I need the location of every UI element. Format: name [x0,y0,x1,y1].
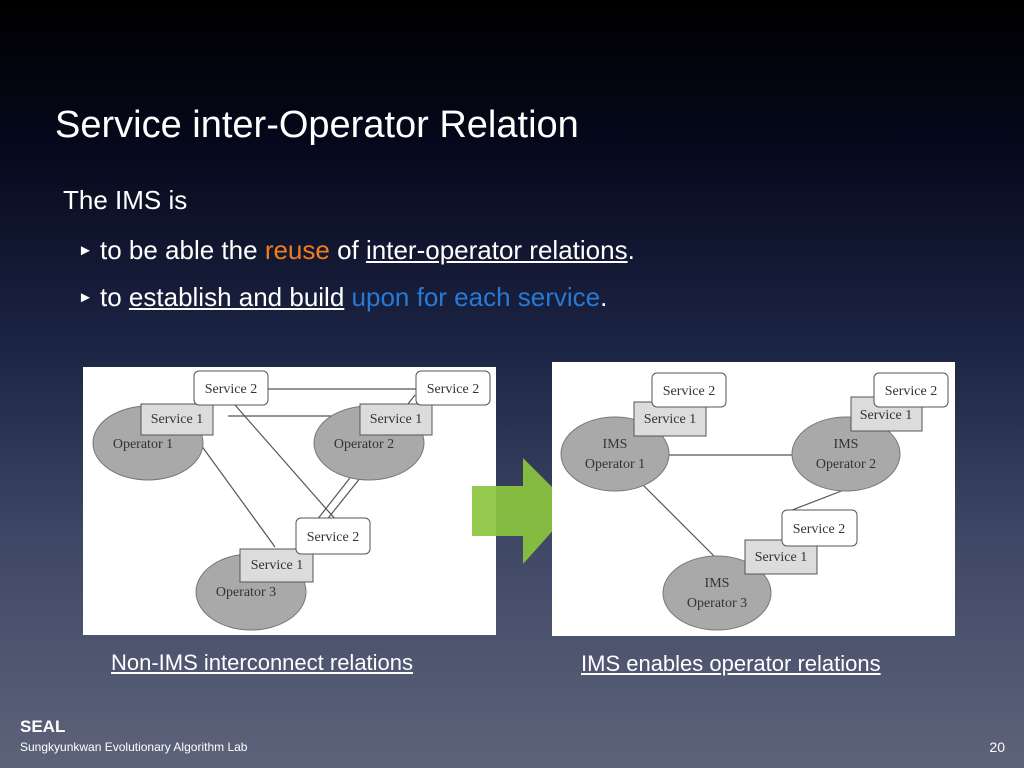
op2-service2-box [415,370,491,406]
ims-op3-service1-label: Service 1 [755,550,807,565]
caption-ims: IMS enables operator relations [581,651,881,676]
establish-and-build-text: establish and build [128,282,345,312]
ims-operator3-node [662,555,772,631]
op3-service2-label: Service 2 [307,530,359,545]
link-line [641,483,718,560]
ims-operator3-label: Operator 3 [687,596,747,611]
ims-op1-service2-label: Service 2 [663,384,715,399]
ims-op2-service1-label: Service 1 [860,408,912,423]
ims-op1-service2-box [651,372,727,408]
ims-op2-service2-box [873,372,949,408]
operator3-label: Operator 3 [216,585,276,600]
non-ims-diagram: Operator 1 Operator 2 Operator 3 Service… [83,367,496,635]
bullet-establish: ► to establish and build upon for each se… [78,282,607,313]
op1-service1-label: Service 1 [151,412,203,427]
bullet2-prefix: to [100,282,129,312]
footer-org-logo: SEAL [20,717,66,736]
bullet2-suffix: . [600,282,608,312]
ims-op1-service1-label: Service 1 [644,412,696,427]
link-line [227,396,337,521]
op3-service2-box [295,517,371,555]
right-arrow-icon [472,458,573,564]
op3-service1-box [239,548,314,583]
op2-service2-label: Service 2 [427,382,479,397]
slide-title: Service inter-Operator Relation [55,104,579,146]
ims-op3-service2-box [781,509,858,547]
bullet-reuse: ► to be able the reuse of inter-operator … [78,235,635,266]
bullet-marker-icon: ► [78,289,93,306]
op2-service1-box [359,403,433,436]
ims-operator1-label: Operator 1 [585,457,645,472]
ims-operator2-label: Operator 2 [816,457,876,472]
bullet2-space [344,282,351,312]
ims-operator3-ims-label: IMS [705,576,730,591]
bullet1-suffix: . [627,235,635,265]
operator2-label: Operator 2 [334,437,394,452]
bullet1-middle: of [329,235,366,265]
op1-service2-label: Service 2 [205,382,257,397]
op1-service2-box [193,370,269,406]
op2-service1-label: Service 1 [370,412,422,427]
ims-op2-service2-label: Service 2 [885,384,937,399]
op3-service1-label: Service 1 [251,558,303,573]
ims-diagram: IMS Operator 1 IMS Operator 2 IMS Operat… [552,362,955,636]
upon-each-service-highlight: upon for each service [351,282,601,312]
op1-service1-box [140,403,214,436]
inter-operator-relations-text: inter-operator relations [366,235,628,265]
ims-operator1-ims-label: IMS [603,437,628,452]
footer-lab-name: Sungkyunkwan Evolutionary Algorithm Lab [20,740,248,754]
intro-text: The IMS is [63,185,188,215]
caption-non-ims: Non-IMS interconnect relations [111,650,414,675]
ims-operator2-ims-label: IMS [834,437,859,452]
bullet-marker-icon: ► [78,242,93,259]
link-line [192,433,276,548]
link-line [786,489,845,513]
reuse-highlight: reuse [264,235,330,265]
ims-operator2-node [791,416,901,492]
bullet1-prefix: to be able the [100,235,265,265]
page-number: 20 [989,739,1005,755]
ims-op3-service2-label: Service 2 [793,522,845,537]
operator1-label: Operator 1 [113,437,173,452]
